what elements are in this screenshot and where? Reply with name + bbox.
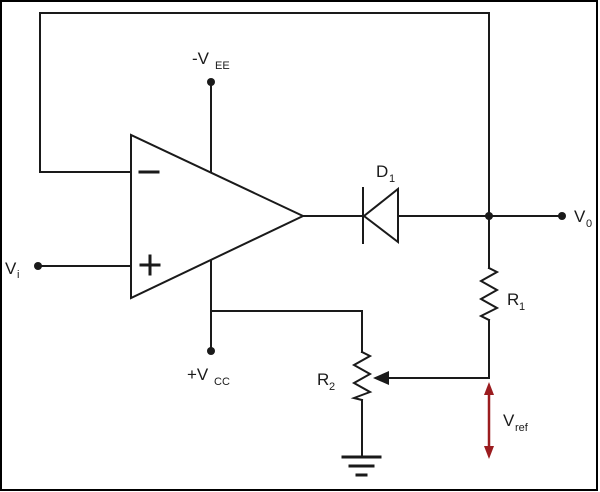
label-output: V	[574, 207, 586, 226]
output-terminal-dot	[558, 212, 566, 220]
ground-icon	[341, 455, 382, 477]
label-vref: V	[503, 411, 515, 430]
diode-triangle	[362, 186, 399, 245]
label-diode-sub: 1	[389, 173, 395, 185]
label-pos-supply: +V	[187, 365, 209, 384]
resistor-r1	[478, 266, 500, 322]
vref-arrowhead-down	[484, 446, 494, 459]
potentiometer-r2	[350, 350, 373, 402]
label-pos-supply-sub: CC	[214, 376, 230, 388]
output-junction-dot	[485, 212, 493, 220]
label-input-sub: i	[17, 269, 19, 281]
r2-branch-wire	[210, 310, 363, 353]
noninverting-input-symbol	[139, 254, 161, 276]
neg-supply-terminal-dot	[207, 78, 215, 86]
pos-supply-terminal-dot	[207, 347, 215, 355]
label-resistor2: R	[317, 370, 329, 389]
label-resistor1: R	[507, 290, 519, 309]
label-neg-supply-sub: EE	[215, 60, 230, 72]
diode-d1	[362, 186, 399, 245]
vref-double-arrow-icon	[484, 382, 494, 459]
vref-arrowhead-up	[484, 382, 494, 395]
label-resistor2-sub: 2	[329, 381, 335, 393]
label-vref-sub: ref	[515, 422, 529, 434]
label-resistor1-sub: 1	[519, 301, 525, 313]
wiper-wire	[387, 319, 490, 379]
opamp-triangle	[130, 133, 306, 300]
input-terminal-dot	[34, 262, 42, 270]
label-neg-supply: -V	[192, 49, 210, 68]
label-input: V	[5, 259, 17, 278]
label-diode: D	[376, 162, 388, 181]
feedback-wire	[39, 12, 490, 217]
label-output-sub: 0	[586, 218, 592, 230]
wiper-arrowhead-icon	[373, 371, 389, 385]
